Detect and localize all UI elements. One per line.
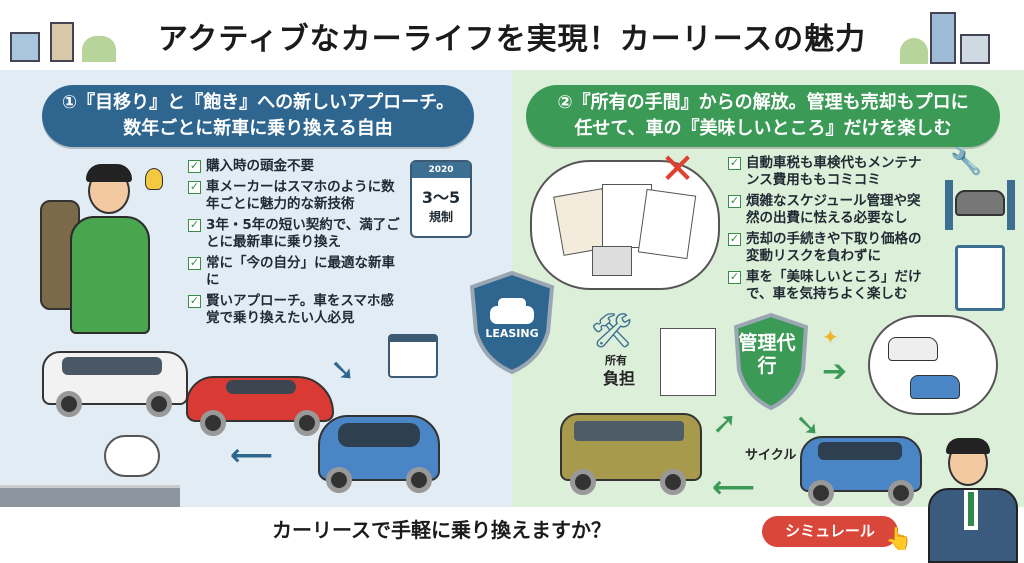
leasing-shield-icon [469,270,555,375]
list-item: ✓常に「今の自分」に最適な新車に [188,255,395,288]
cars-thought-bubble [868,315,998,415]
calendar-small-icon [388,334,438,378]
road-illustration [0,485,180,507]
cycle-arrow-icon: ⟵ [712,470,756,505]
calendar-year: 2020 [412,162,470,178]
cycle-arrow-icon: ➘ [330,353,356,388]
arrow-icon: ➔ [822,354,848,389]
checkbox-icon: ✓ [728,194,741,208]
calendar-icon: 2020 3〜5 規制 [410,160,472,238]
simulation-button[interactable]: シミュレール [762,516,898,547]
cross-mark-icon: ✕ [660,144,696,193]
management-label: 管理代行 [738,332,796,377]
list-item: ✓煩雑なスケジュール管理や突然の出費に怯える必要なし [728,193,921,226]
blue-mini-car-illustration [800,428,925,508]
checkbox-icon: ✓ [188,218,201,232]
clipboard-icon [955,245,1005,311]
arrow-icon: ➚ [712,406,738,441]
hiker-illustration [40,160,180,335]
sparkle-icon: ✦ [822,325,839,349]
checkbox-icon: ✓ [728,232,741,246]
businessman-illustration [900,438,1024,563]
right-banner: ②『所有の手間』からの解放。管理も売却もプロに 任せて、車の『美味しいところ』だ… [526,85,1000,147]
left-banner-line2: 数年ごとに新車に乗り換える自由 [123,118,393,139]
checklist-icon [660,328,716,396]
list-item: ✓売却の手続きや下取り価格の変動リスクを負わずに [728,231,922,264]
list-item: ✓3年・5年の短い契約で、満了ごとに最新車に乗り換え [188,217,400,250]
left-banner: ①『目移り』と『飽き』への新しいアプローチ。 数年ごとに新車に乗り換える自由 [42,85,474,147]
right-banner-line2: 任せて、車の『美味しいところ』だけを楽しむ [574,118,952,139]
paperwork-thought-bubble [530,160,720,290]
olive-mini-car-illustration [560,405,705,500]
left-banner-line1: ①『目移り』と『飽き』への新しいアプローチ。 [61,92,455,113]
right-benefit-list: ✓自動車税も車検代もメンテナンス費用ももコミコミ ✓煩雑なスケジュール管理や突然… [728,155,933,307]
list-item: ✓賢いアプローチ。車をスマホ感覚で乗り換えたい人必見 [188,293,394,326]
checkbox-icon: ✓ [728,156,741,170]
checkbox-icon: ✓ [188,294,201,308]
city-illustration [900,12,1015,64]
red-car-illustration [186,360,336,440]
houses-illustration [10,18,120,63]
list-item: ✓車メーカーはスマホのように数年ごとに魅力的な新技術 [188,179,395,212]
checkbox-icon: ✓ [728,270,741,284]
cycle-arrow-icon: ⟵ [230,438,274,473]
tools-icon: 🛠 [590,311,634,351]
wrench-icon: 🔧 [950,147,983,177]
list-item: ✓車を「美味しいところ」だけで、車を気持ちよく楽しむ [728,269,922,302]
checkbox-icon: ✓ [188,256,201,270]
map-thought-bubble-icon [104,435,160,477]
shield-label: LEASING [485,327,539,340]
management-shield-icon [733,312,809,411]
burden-small-label: 所有 [605,354,627,367]
checkbox-icon: ✓ [188,159,201,173]
right-banner-line1: ②『所有の手間』からの解放。管理も売却もプロに [557,92,969,113]
burden-label: 負担 [603,369,636,388]
left-benefit-list: ✓購入時の頭金不要 ✓車メーカーはスマホのように数年ごとに魅力的な新技術 ✓3年… [188,158,406,331]
pointer-hand-icon: 👆 [885,527,913,552]
car-lift-icon [945,180,1015,230]
page-title: アクティブなカーライフを実現！カーリースの魅力 [157,22,867,57]
footer-question: カーリースで手軽に乗り換えますか？ [272,518,611,542]
list-item: ✓自動車税も車検代もメンテナンス費用ももコミコミ [728,155,922,188]
white-suv-illustration [42,345,190,417]
calendar-range: 3〜5 [421,188,461,207]
cycle-label: サイクル [745,448,797,463]
list-item: ✓購入時の頭金不要 [188,158,314,174]
calendar-label: 規制 [428,210,453,224]
blue-hatchback-illustration [318,405,443,495]
checkbox-icon: ✓ [188,180,201,194]
lightbulb-icon [145,168,163,190]
